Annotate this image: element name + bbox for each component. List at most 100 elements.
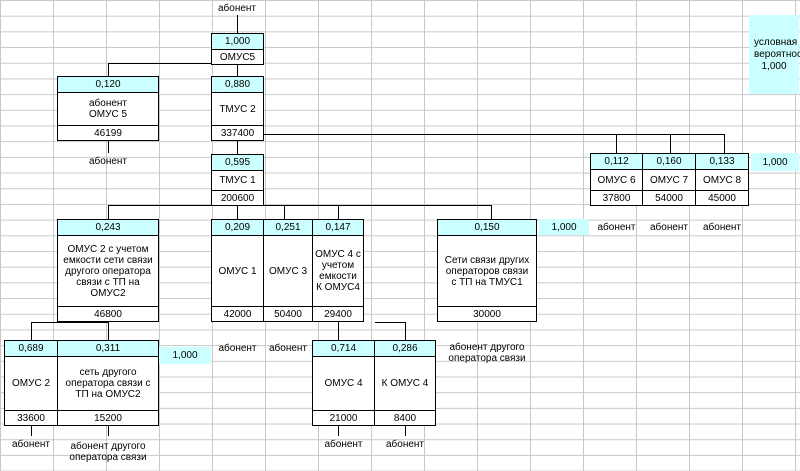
connector-line <box>405 426 406 436</box>
node-prob: 0,880 <box>212 77 263 92</box>
node-label: Сети связи других операторов связи с ТП … <box>438 235 536 306</box>
node-prob: 0,147 <box>313 220 363 235</box>
abonent-label: абонент <box>324 438 363 450</box>
probability-sum: 1,000 <box>539 219 589 235</box>
node-number: 46199 <box>58 125 158 140</box>
node-label: сеть другого оператора связи с ТП на ОМУ… <box>58 356 158 410</box>
node-label: ОМУС 4 с учетом емкости К ОМУС4 <box>313 235 363 306</box>
connector-line <box>237 205 238 219</box>
node-prob: 0,595 <box>212 155 263 170</box>
abonent-label: абонент <box>218 342 257 354</box>
node-other-networks: 0,150 Сети связи других операторов связи… <box>437 219 537 322</box>
node-omus2-capacity: 0,243 ОМУС 2 с учетом емкости сети связи… <box>57 219 159 322</box>
abonent-label: абонент <box>88 156 128 167</box>
node-omus5: 1,000 ОМУС5 <box>211 33 264 65</box>
abonent-label: абонент <box>649 221 689 233</box>
node-prob: 0,243 <box>58 220 158 235</box>
connector-line <box>108 63 238 64</box>
connector-line <box>670 134 671 153</box>
node-label: ОМУС 2 с учетом емкости сети связи друго… <box>58 235 158 306</box>
connector-line <box>108 205 109 219</box>
probability-sum: 1,000 <box>751 153 799 171</box>
connector-line <box>108 141 109 153</box>
legend-label: условная вероятность <box>754 37 800 60</box>
node-label: ОМУС 4 <box>313 356 374 410</box>
connector-line <box>405 322 406 340</box>
node-label: ОМУС 1 <box>212 235 263 306</box>
node-number: 21000 <box>313 410 374 425</box>
node-prob: 0,209 <box>212 220 263 235</box>
abonent-label: абонент <box>268 342 308 354</box>
connector-line <box>108 63 109 76</box>
connector-line <box>31 322 109 323</box>
connector-line <box>108 205 492 206</box>
node-prob: 0,689 <box>5 341 57 356</box>
node-label: ОМУС 2 <box>5 356 57 410</box>
connector-line <box>338 426 339 436</box>
connector-line <box>237 15 238 33</box>
connector-line <box>31 426 32 436</box>
connector-line <box>724 134 725 153</box>
node-number: 15200 <box>58 410 158 425</box>
abonent-other-operator-label: абонент другого оператора связи <box>69 441 147 463</box>
node-omus7: 0,160 ОМУС 7 54000 <box>642 153 696 206</box>
node-label: ТМУС 1 <box>212 170 263 190</box>
node-number: 337400 <box>212 125 263 140</box>
connector-line <box>237 141 238 154</box>
node-tmus1: 0,595 ТМУС 1 200600 <box>211 154 264 206</box>
node-number: 8400 <box>375 410 435 425</box>
node-abonent-omus5: 0,120 абонент ОМУС 5 46199 <box>57 76 159 141</box>
node-label: ОМУС 8 <box>696 169 748 190</box>
node-omus4-capacity: 0,147 ОМУС 4 с учетом емкости К ОМУС4 29… <box>312 219 364 322</box>
legend-box: условная вероятность 1,000 <box>749 15 800 94</box>
node-prob: 0,150 <box>438 220 536 235</box>
node-omus6: 0,112 ОМУС 6 37800 <box>590 153 643 206</box>
connector-line <box>31 322 32 340</box>
node-number: 50400 <box>264 306 312 321</box>
legend-value: 1,000 <box>761 61 787 72</box>
node-prob: 0,160 <box>643 154 695 169</box>
node-prob: 0,286 <box>375 341 435 356</box>
node-prob: 0,251 <box>264 220 312 235</box>
node-label: абонент ОМУС 5 <box>58 92 158 125</box>
abonent-label: абонент <box>11 438 51 450</box>
connector-line <box>616 134 617 153</box>
node-number: 45000 <box>696 190 748 205</box>
node-omus3: 0,251 ОМУС 3 50400 <box>263 219 313 322</box>
node-number: 29400 <box>313 306 363 321</box>
node-number: 33600 <box>5 410 57 425</box>
node-prob: 1,000 <box>212 34 263 49</box>
connector-line <box>108 322 109 340</box>
node-net-other-operator: 0,311 сеть другого оператора связи с ТП … <box>57 340 159 426</box>
connector-line <box>108 426 109 436</box>
node-omus1: 0,209 ОМУС 1 42000 <box>211 219 264 322</box>
connector-line <box>284 205 285 219</box>
node-prob: 0,112 <box>591 154 642 169</box>
connector-line <box>263 134 725 135</box>
abonent-label: абонент <box>385 438 425 450</box>
node-tmus2: 0,880 ТМУС 2 337400 <box>211 76 264 141</box>
connector-line <box>491 205 492 219</box>
node-label: ОМУС 3 <box>264 235 312 306</box>
node-number: 54000 <box>643 190 695 205</box>
node-label: ОМУС5 <box>212 49 263 64</box>
node-label: ОМУС 6 <box>591 169 642 190</box>
node-omus8: 0,133 ОМУС 8 45000 <box>695 153 749 206</box>
node-number: 30000 <box>438 306 536 321</box>
node-prob: 0,120 <box>58 77 158 92</box>
node-number: 46800 <box>58 306 158 321</box>
node-prob: 0,311 <box>58 341 158 356</box>
node-prob: 0,714 <box>313 341 374 356</box>
probability-sum: 1,000 <box>159 347 211 364</box>
node-omus2: 0,689 ОМУС 2 33600 <box>4 340 58 426</box>
connector-line <box>338 322 339 340</box>
node-number: 37800 <box>591 190 642 205</box>
abonent-other-operator-label: абонент другого оператора связи <box>448 342 526 364</box>
abonent-top-label: абонент <box>217 2 257 14</box>
node-label: ОМУС 7 <box>643 169 695 190</box>
node-label: К ОМУС 4 <box>375 356 435 410</box>
node-label: ТМУС 2 <box>212 92 263 125</box>
node-omus4: 0,714 ОМУС 4 21000 <box>312 340 375 426</box>
abonent-label: абонент <box>597 221 636 233</box>
